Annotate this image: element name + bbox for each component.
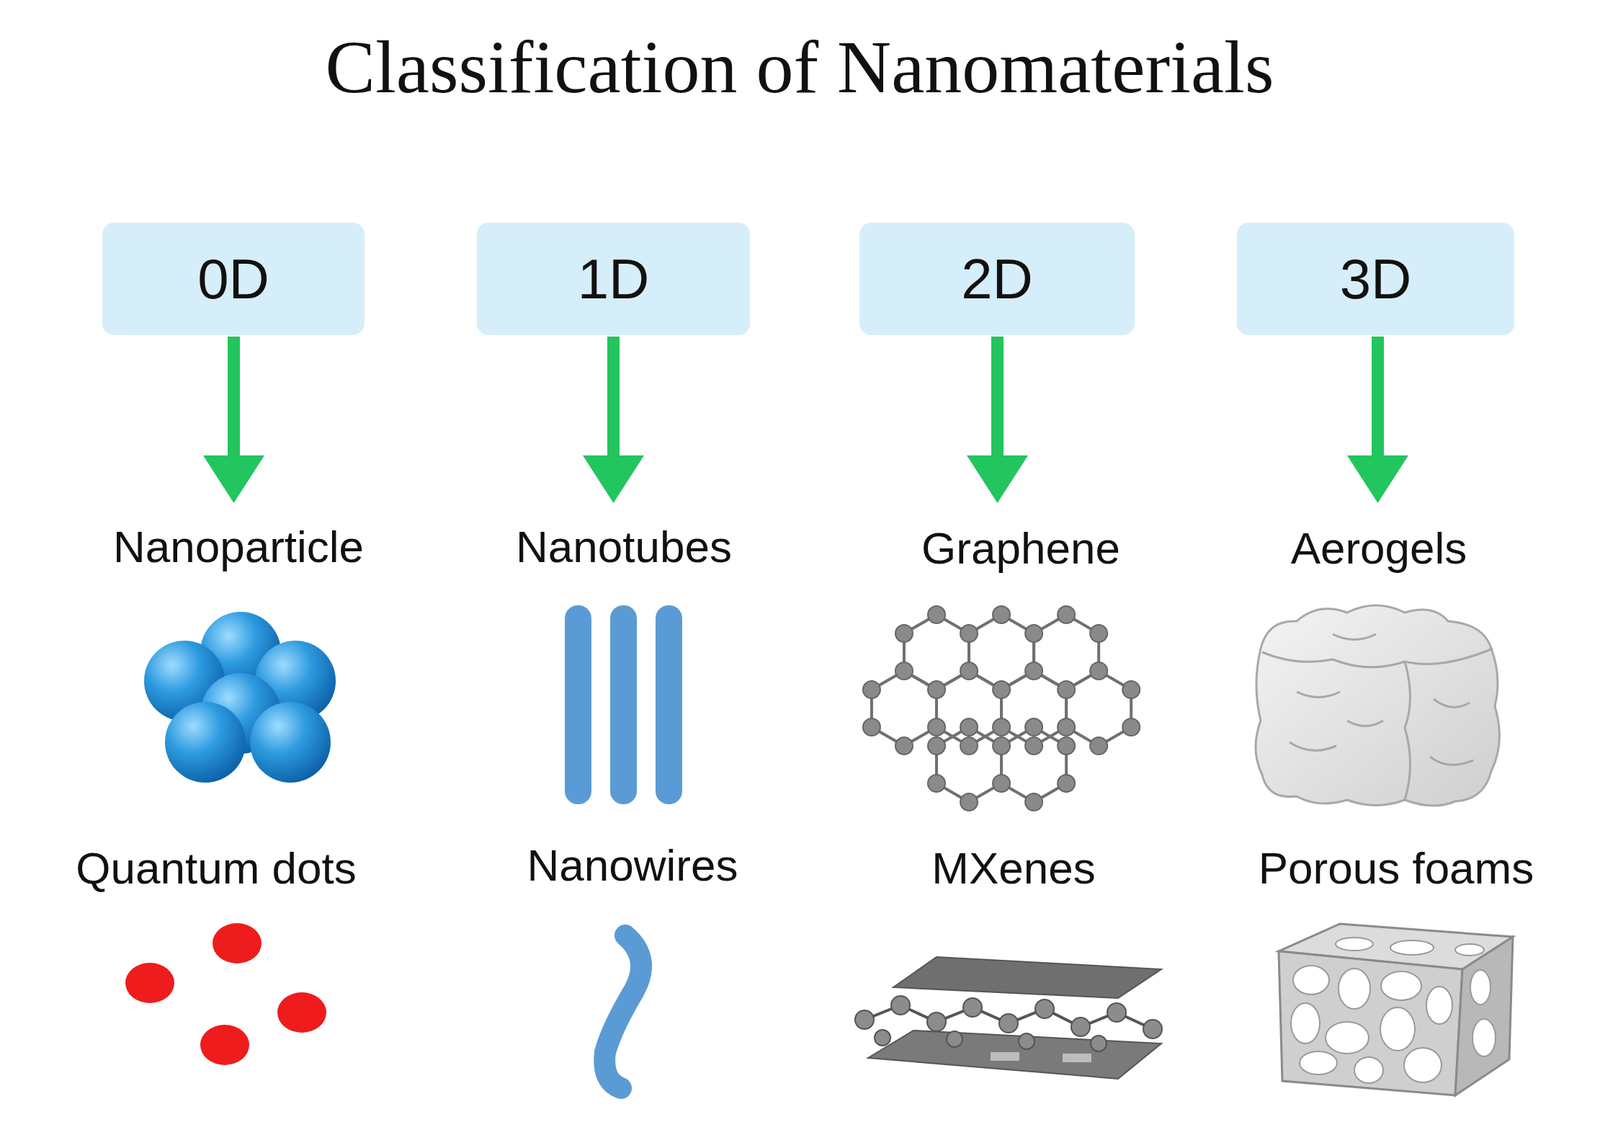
arrows <box>203 336 1409 503</box>
dimension-box: 1D <box>476 222 750 335</box>
material-name: Nanotubes <box>515 520 732 572</box>
material-name: Graphene <box>921 522 1121 574</box>
dimension-label: 3D <box>1236 246 1515 312</box>
material-name: MXenes <box>931 842 1096 894</box>
material-name: Nanowires <box>527 839 739 891</box>
diagram-title: Classification of Nanomaterials <box>325 23 1275 110</box>
dimension-label: 0D <box>102 246 365 312</box>
mxene-layers <box>855 956 1162 1079</box>
nanowire <box>604 935 642 1088</box>
aerogel-cube <box>1255 605 1500 806</box>
material-name: Quantum dots <box>75 842 356 894</box>
nanotubes <box>564 605 683 804</box>
dimension-box: 2D <box>859 222 1135 335</box>
material-name: Porous foams <box>1258 842 1535 894</box>
dimension-box: 3D <box>1236 222 1515 335</box>
quantum-dots <box>125 922 327 1065</box>
nanoparticle-cluster <box>144 611 336 783</box>
graphene-lattice <box>863 605 1140 811</box>
dimension-label: 1D <box>476 246 750 312</box>
dimension-label: 2D <box>859 246 1135 312</box>
dimension-box: 0D <box>102 222 365 335</box>
porous-foam <box>1278 923 1513 1096</box>
material-name: Nanoparticle <box>113 520 364 572</box>
material-name: Aerogels <box>1290 522 1468 574</box>
